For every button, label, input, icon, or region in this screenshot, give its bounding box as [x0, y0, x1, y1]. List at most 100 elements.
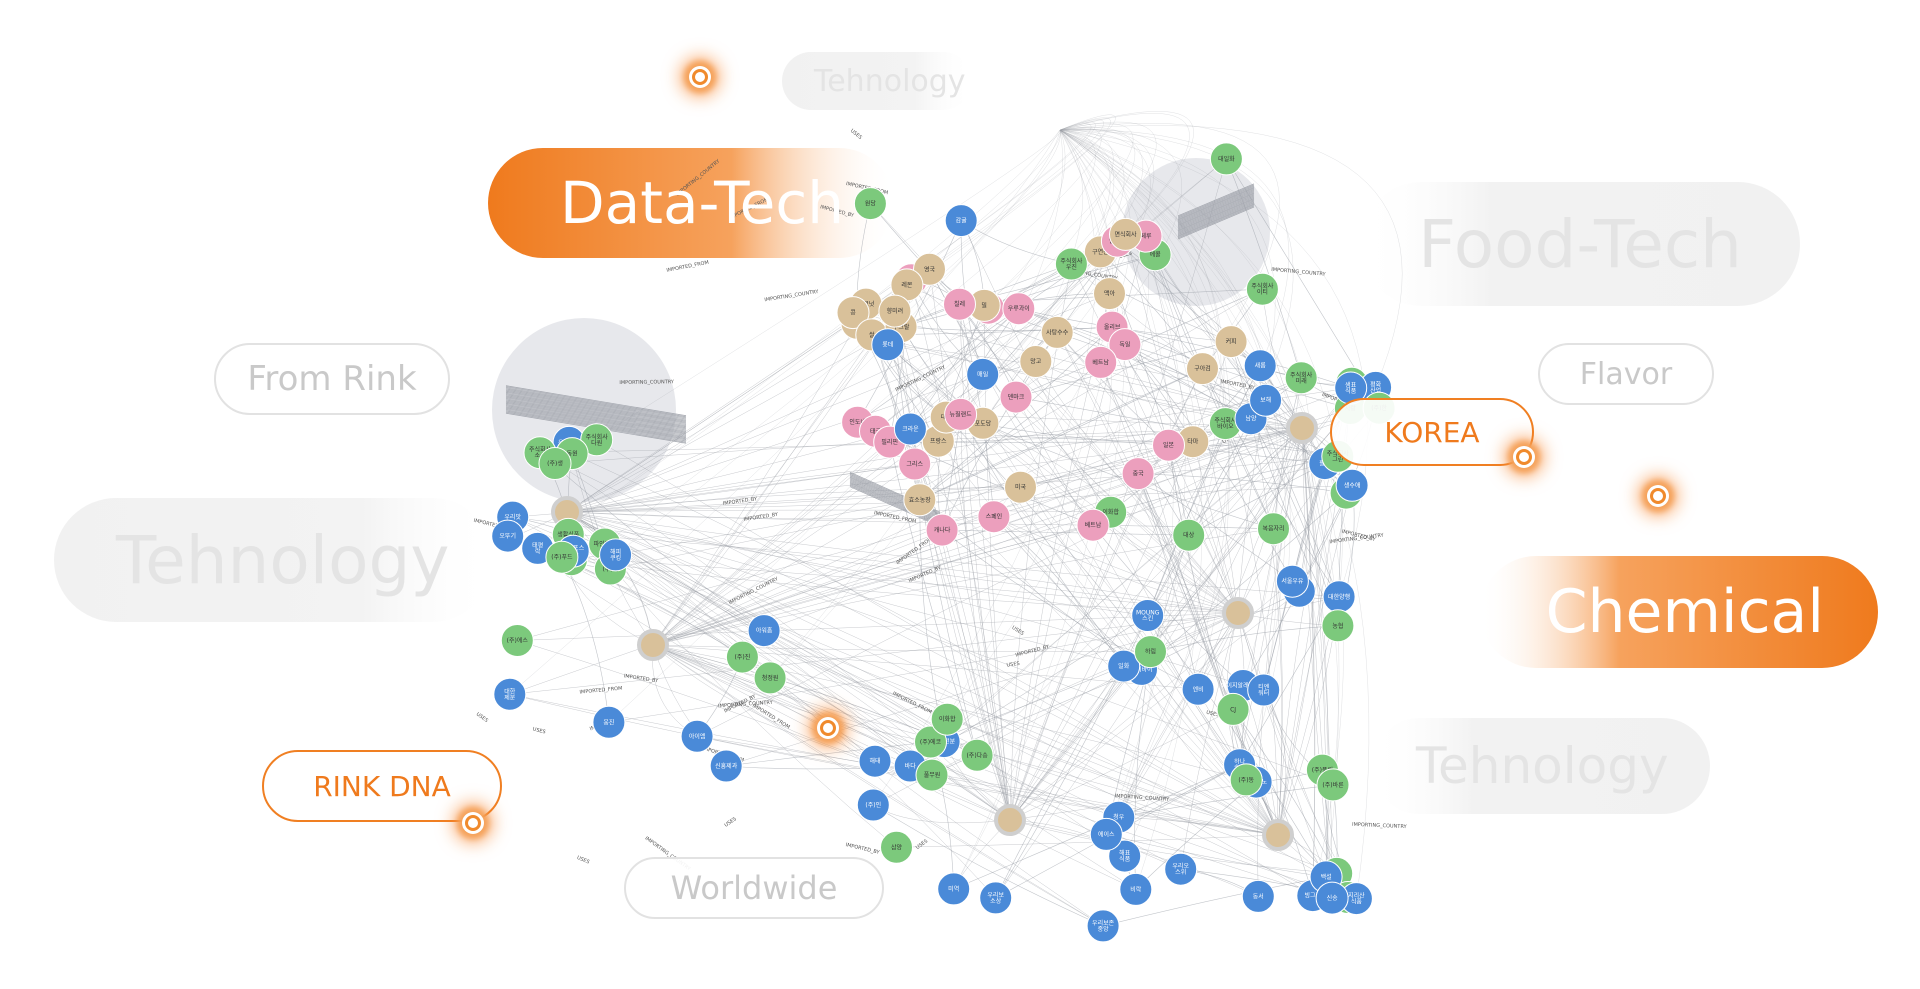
- graph-node[interactable]: 대한양행: [1322, 580, 1356, 614]
- graph-node[interactable]: 신흥제과: [709, 749, 743, 783]
- graph-node-circle[interactable]: [1284, 361, 1318, 395]
- graph-hub-node[interactable]: [1262, 819, 1294, 851]
- graph-node[interactable]: 크라운: [893, 412, 927, 446]
- graph-node[interactable]: 이화합: [930, 702, 964, 736]
- graph-node[interactable]: (주)생: [538, 447, 572, 480]
- graph-node-circle[interactable]: [1186, 352, 1219, 386]
- graph-node-circle[interactable]: [925, 513, 959, 547]
- graph-node-circle[interactable]: [1249, 383, 1283, 417]
- graph-node-circle[interactable]: [493, 677, 527, 711]
- graph-node-circle[interactable]: [1181, 672, 1215, 706]
- graph-node-circle[interactable]: [1152, 428, 1185, 462]
- graph-node[interactable]: (주)동: [1229, 763, 1263, 797]
- graph-node-circle[interactable]: [599, 538, 633, 572]
- graph-node-circle[interactable]: [1054, 247, 1088, 281]
- graph-node-circle[interactable]: [977, 500, 1011, 534]
- graph-hub-node[interactable]: [637, 629, 669, 661]
- graph-node[interactable]: (주)진: [725, 640, 759, 674]
- graph-node[interactable]: 엔비: [1181, 672, 1215, 706]
- graph-node[interactable]: 대상: [1172, 518, 1206, 552]
- tag-food-tech[interactable]: Food-Tech: [1360, 182, 1800, 306]
- graph-hub-node[interactable]: [1222, 597, 1254, 629]
- graph-node-circle[interactable]: [545, 540, 579, 574]
- graph-node-circle[interactable]: [1108, 839, 1142, 873]
- graph-node[interactable]: 뉴질랜드: [944, 397, 978, 431]
- graph-node-circle[interactable]: [1084, 345, 1118, 379]
- graph-node-circle[interactable]: [1216, 692, 1250, 726]
- graph-node[interactable]: 복음자리: [1257, 512, 1290, 546]
- tag-korea[interactable]: KOREA: [1330, 398, 1534, 466]
- graph-node-circle[interactable]: [491, 519, 525, 553]
- graph-node-circle[interactable]: [1108, 328, 1142, 362]
- graph-node-circle[interactable]: [853, 187, 887, 221]
- graph-node[interactable]: 일화: [1107, 649, 1141, 683]
- tag-tehnology-top[interactable]: Tehnology: [782, 52, 972, 110]
- graph-node-circle[interactable]: [500, 624, 534, 657]
- graph-node[interactable]: 미국: [1004, 470, 1037, 504]
- graph-node[interactable]: 효소농장: [903, 483, 937, 517]
- graph-node-circle[interactable]: [1247, 673, 1281, 707]
- graph-node-circle[interactable]: [1257, 512, 1290, 546]
- graph-node-circle[interactable]: [943, 287, 976, 321]
- graph-node[interactable]: 맥아: [1093, 277, 1126, 311]
- graph-node[interactable]: 베트남: [1084, 345, 1118, 379]
- graph-node-circle[interactable]: [725, 640, 759, 674]
- graph-node-circle[interactable]: [966, 357, 1000, 391]
- graph-node[interactable]: 일본: [1152, 428, 1185, 462]
- graph-node-circle[interactable]: [1093, 277, 1126, 311]
- graph-node-circle[interactable]: [1119, 872, 1153, 906]
- graph-node-circle[interactable]: [1209, 142, 1243, 176]
- graph-node[interactable]: 캐나다: [925, 513, 959, 547]
- graph-node[interactable]: (주)에스: [500, 624, 534, 657]
- graph-node-circle[interactable]: [538, 447, 572, 480]
- graph-node-circle[interactable]: [871, 328, 905, 362]
- graph-node-circle[interactable]: [858, 744, 892, 778]
- graph-node[interactable]: 동서: [1241, 879, 1275, 913]
- tag-data-tech[interactable]: Data-Tech: [488, 148, 894, 258]
- graph-node-circle[interactable]: [1275, 564, 1309, 598]
- graph-node[interactable]: 매일: [966, 357, 1000, 391]
- graph-node-circle[interactable]: [1316, 768, 1350, 802]
- graph-node-circle[interactable]: [856, 788, 890, 822]
- graph-node[interactable]: 망고: [1019, 345, 1053, 378]
- graph-node[interactable]: 웅진: [592, 705, 626, 739]
- graph-node-circle[interactable]: [878, 294, 912, 328]
- graph-node-circle[interactable]: [836, 296, 870, 330]
- graph-hub-node[interactable]: [994, 804, 1026, 836]
- graph-node-circle[interactable]: [1245, 272, 1279, 306]
- graph-node[interactable]: 독일: [1108, 328, 1142, 362]
- graph-node-circle[interactable]: [930, 702, 964, 736]
- graph-node[interactable]: 그리스: [898, 447, 932, 481]
- graph-node[interactable]: 원당: [853, 187, 887, 221]
- graph-node-circle[interactable]: [937, 872, 971, 906]
- graph-node-circle[interactable]: [915, 758, 949, 792]
- graph-node-circle[interactable]: [1134, 635, 1167, 669]
- graph-node-circle[interactable]: [1164, 852, 1198, 886]
- graph-node[interactable]: 우루과이: [1002, 292, 1036, 326]
- tag-flavor[interactable]: Flavor: [1538, 343, 1714, 405]
- graph-node[interactable]: 사탕수수: [1040, 315, 1074, 349]
- graph-node-circle[interactable]: [893, 412, 927, 446]
- graph-node[interactable]: 스페인: [977, 500, 1011, 534]
- graph-node[interactable]: 청정원: [753, 661, 787, 695]
- graph-node[interactable]: (주)푸드: [545, 540, 579, 574]
- graph-node[interactable]: 오뚜기: [491, 519, 525, 553]
- tag-worldwide[interactable]: Worldwide: [624, 857, 884, 919]
- graph-node-circle[interactable]: [592, 705, 626, 739]
- graph-node-circle[interactable]: [1229, 763, 1263, 797]
- graph-node-circle[interactable]: [1076, 508, 1110, 542]
- graph-node-circle[interactable]: [709, 749, 743, 783]
- graph-node-circle[interactable]: [944, 397, 978, 431]
- graph-node[interactable]: 아워홈: [747, 614, 781, 648]
- graph-node[interactable]: (주)다송: [960, 738, 994, 772]
- graph-node-circle[interactable]: [960, 738, 994, 772]
- graph-node[interactable]: 해태: [858, 744, 892, 778]
- graph-node[interactable]: 에이스: [1089, 817, 1123, 851]
- graph-node[interactable]: 풀무원: [915, 758, 949, 792]
- graph-node-circle[interactable]: [1243, 349, 1277, 383]
